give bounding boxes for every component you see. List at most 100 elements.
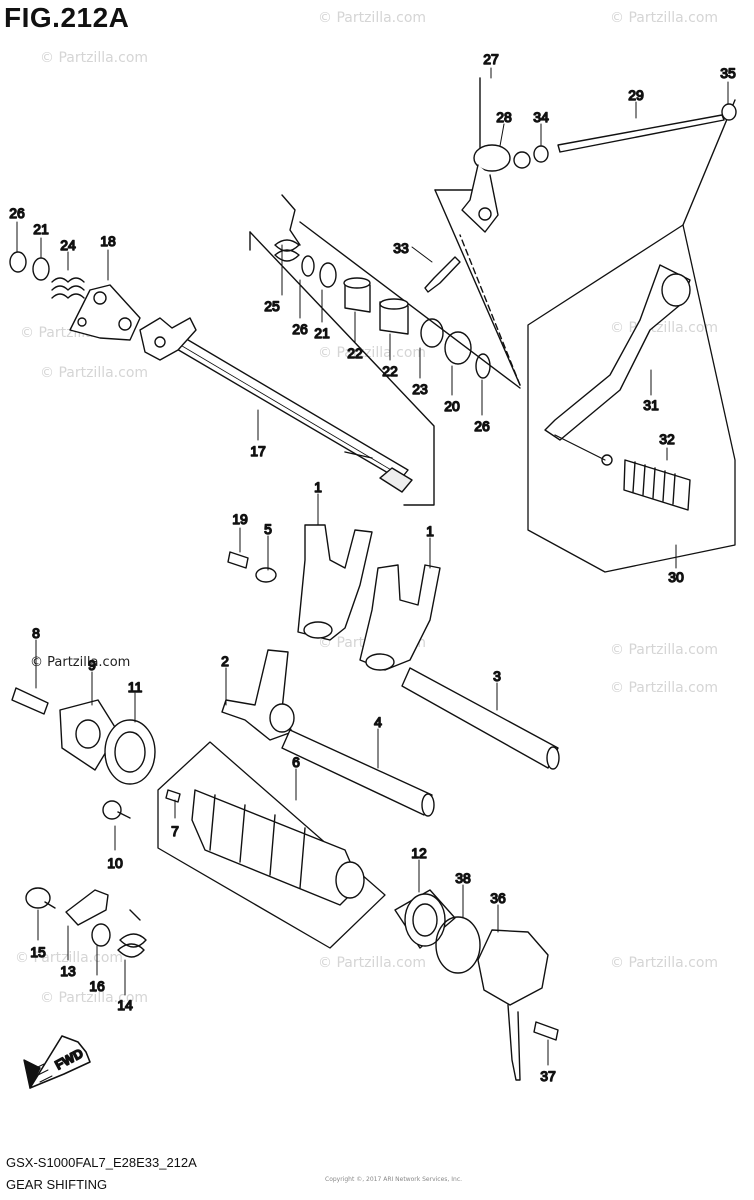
callout: 4 xyxy=(374,714,382,730)
callout: 31 xyxy=(643,397,659,413)
lock-nut xyxy=(533,145,549,163)
o-ring xyxy=(435,916,481,974)
dowel-pin xyxy=(11,687,49,715)
callout: 26 xyxy=(292,321,308,337)
section-name: GEAR SHIFTING xyxy=(6,1177,108,1192)
circlip xyxy=(301,255,315,277)
callout: 17 xyxy=(250,443,266,459)
callout: 21 xyxy=(33,221,49,237)
fork-shaft xyxy=(401,667,560,770)
return-spring xyxy=(51,277,85,299)
gearshift-shaft xyxy=(139,317,413,493)
gearshift-fork xyxy=(359,564,441,671)
washer xyxy=(444,331,472,365)
copyright-fine-print: Copyright ©, 2017 ARI Network Services, … xyxy=(325,1176,463,1183)
needle-bearing xyxy=(394,889,456,949)
callout: 38 xyxy=(455,870,471,886)
callout: 22 xyxy=(347,345,363,361)
circlip xyxy=(9,251,27,273)
callout: 5 xyxy=(264,521,272,537)
callout: 6 xyxy=(292,754,300,770)
callout: 1 xyxy=(314,479,322,495)
callout-numbers: 1 1 2 3 4 5 6 7 8 9 10 11 12 13 14 15 16… xyxy=(9,50,737,1084)
bearing xyxy=(104,719,156,785)
watermark: © Partzilla.com xyxy=(15,950,124,966)
callout: 26 xyxy=(474,418,490,434)
callout: 13 xyxy=(60,963,76,979)
shaft-group-outline xyxy=(249,221,521,506)
callout: 2 xyxy=(221,653,229,669)
callout: 11 xyxy=(128,679,143,695)
watermark: © Partzilla.com xyxy=(40,990,149,1006)
callout: 34 xyxy=(533,109,549,125)
callout: 10 xyxy=(107,855,123,871)
stopper-bolt xyxy=(227,551,249,569)
pedal-rubber xyxy=(623,459,691,511)
watermark: © Partzilla.com xyxy=(318,10,427,26)
bushing xyxy=(343,277,371,313)
cam-pin xyxy=(165,789,181,803)
callout: 3 xyxy=(493,668,501,684)
callout: 22 xyxy=(382,363,398,379)
callout: 20 xyxy=(444,398,460,414)
shift-rod xyxy=(557,114,725,153)
sensor-bolt xyxy=(533,1021,559,1041)
callout: 28 xyxy=(496,109,512,125)
cam-bolt xyxy=(102,800,131,820)
watermark-dark: © Partzilla.com xyxy=(30,655,131,670)
oil-seal xyxy=(420,318,444,348)
callout: 15 xyxy=(30,944,46,960)
callout: 25 xyxy=(264,298,280,314)
circlip xyxy=(475,353,491,379)
watermark: © Partzilla.com xyxy=(610,955,719,971)
watermark: © Partzilla.com xyxy=(318,955,427,971)
callout: 21 xyxy=(314,325,330,341)
model-code: GSX-S1000FAL7_E28E33_212A xyxy=(6,1155,197,1170)
figure-title: FIG.212A xyxy=(4,2,130,33)
gearshift-cam xyxy=(191,789,365,906)
washer xyxy=(91,923,111,947)
stopper-spring xyxy=(117,909,147,958)
gearshift-fork xyxy=(221,649,295,741)
washer xyxy=(32,257,50,281)
fwd-arrow-icon xyxy=(23,1035,91,1089)
watermark: © Partzilla.com xyxy=(318,345,427,361)
callout: 37 xyxy=(540,1068,556,1084)
arm-bolt xyxy=(424,256,461,293)
callout: 27 xyxy=(483,51,499,67)
callout: 33 xyxy=(393,240,409,256)
torsion-spring xyxy=(274,194,301,262)
leader-lines xyxy=(16,67,729,1066)
callout: 19 xyxy=(232,511,248,527)
callout: 32 xyxy=(659,431,675,447)
callout: 23 xyxy=(412,381,428,397)
callout: 36 xyxy=(490,890,506,906)
bushing xyxy=(379,298,409,335)
callout: 24 xyxy=(60,237,76,253)
callout: 9 xyxy=(88,657,96,673)
stopper-bolt-15 xyxy=(25,887,56,909)
shaft-return-plate xyxy=(69,284,141,341)
stopper-plate xyxy=(65,889,109,926)
callout: 30 xyxy=(668,569,684,585)
watermark: © Partzilla.com xyxy=(40,365,149,381)
gear-position-sensor xyxy=(477,929,549,1081)
watermark: © Partzilla.com xyxy=(40,50,149,66)
rod-nut xyxy=(721,103,737,121)
callout: 18 xyxy=(100,233,116,249)
callout: 29 xyxy=(628,87,644,103)
shift-arm xyxy=(461,144,511,233)
callout: 26 xyxy=(9,205,25,221)
callout: 14 xyxy=(117,997,133,1013)
callout: 35 xyxy=(720,65,736,81)
gearshift-fork xyxy=(297,524,373,641)
watermark: © Partzilla.com xyxy=(610,642,719,658)
watermark: © Partzilla.com xyxy=(610,10,719,26)
lock-washer xyxy=(255,567,277,583)
callout: 7 xyxy=(171,823,179,839)
callout: 1 xyxy=(426,523,434,539)
callout: 8 xyxy=(32,625,40,641)
gearshift-pedal xyxy=(544,264,691,466)
callout: 12 xyxy=(411,845,427,861)
